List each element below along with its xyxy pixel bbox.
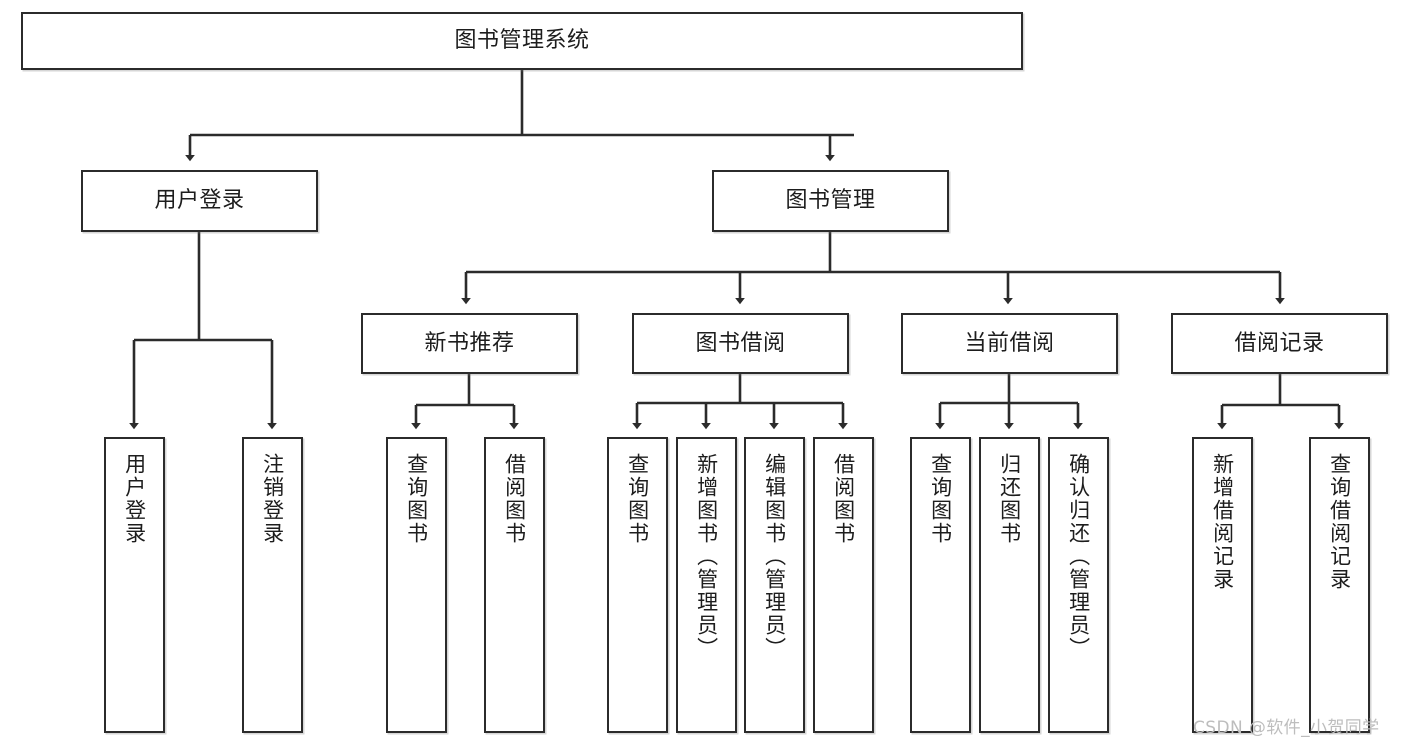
node-leaf-borrow-book-1-label: 借阅图书 xyxy=(502,453,527,545)
node-leaf-borrow-book-2-label: 借阅图书 xyxy=(831,453,856,545)
node-user-login[interactable]: 用户登录 xyxy=(81,170,318,232)
node-leaf-user-login-label: 用户登录 xyxy=(122,453,147,545)
node-leaf-add-record[interactable]: 新增借阅记录 xyxy=(1192,437,1253,733)
node-root-label: 图书管理系统 xyxy=(454,28,590,54)
node-user-login-label: 用户登录 xyxy=(154,188,245,214)
node-current-borrow[interactable]: 当前借阅 xyxy=(901,313,1118,374)
node-new-book-rec[interactable]: 新书推荐 xyxy=(361,313,578,374)
node-leaf-user-login[interactable]: 用户登录 xyxy=(104,437,165,733)
node-leaf-add-book[interactable]: 新增图书（管理员） xyxy=(676,437,737,733)
node-book-borrow-label: 图书借阅 xyxy=(695,330,786,356)
node-leaf-return-book[interactable]: 归还图书 xyxy=(979,437,1040,733)
node-borrow-record-label: 借阅记录 xyxy=(1234,330,1325,356)
node-leaf-edit-book[interactable]: 编辑图书（管理员） xyxy=(744,437,805,733)
node-book-manage[interactable]: 图书管理 xyxy=(712,170,949,232)
node-leaf-query-book-1[interactable]: 查询图书 xyxy=(386,437,447,733)
node-borrow-record[interactable]: 借阅记录 xyxy=(1171,313,1388,374)
node-leaf-confirm-return[interactable]: 确认归还（管理员） xyxy=(1048,437,1109,733)
node-leaf-borrow-book-2[interactable]: 借阅图书 xyxy=(813,437,874,733)
node-root[interactable]: 图书管理系统 xyxy=(21,12,1023,70)
node-leaf-query-book-3[interactable]: 查询图书 xyxy=(910,437,971,733)
node-book-manage-label: 图书管理 xyxy=(785,188,876,214)
node-leaf-query-record[interactable]: 查询借阅记录 xyxy=(1309,437,1370,733)
watermark-text: CSDN @软件_小贺同学 xyxy=(1193,718,1380,738)
node-book-borrow[interactable]: 图书借阅 xyxy=(632,313,849,374)
node-current-borrow-label: 当前借阅 xyxy=(964,330,1055,356)
node-leaf-user-logout[interactable]: 注销登录 xyxy=(242,437,303,733)
node-leaf-borrow-book-1[interactable]: 借阅图书 xyxy=(484,437,545,733)
node-leaf-add-record-label: 新增借阅记录 xyxy=(1210,453,1235,591)
node-leaf-query-book-2[interactable]: 查询图书 xyxy=(607,437,668,733)
node-leaf-query-book-3-label: 查询图书 xyxy=(928,453,953,545)
node-leaf-query-book-2-label: 查询图书 xyxy=(625,453,650,545)
node-leaf-query-book-1-label: 查询图书 xyxy=(404,453,429,545)
node-leaf-edit-book-label: 编辑图书（管理员） xyxy=(762,453,787,660)
node-leaf-user-logout-label: 注销登录 xyxy=(260,453,285,545)
node-leaf-query-record-label: 查询借阅记录 xyxy=(1327,453,1352,591)
node-leaf-return-book-label: 归还图书 xyxy=(997,453,1022,545)
node-leaf-confirm-return-label: 确认归还（管理员） xyxy=(1066,453,1091,660)
node-leaf-add-book-label: 新增图书（管理员） xyxy=(694,453,719,660)
node-new-book-rec-label: 新书推荐 xyxy=(424,330,515,356)
